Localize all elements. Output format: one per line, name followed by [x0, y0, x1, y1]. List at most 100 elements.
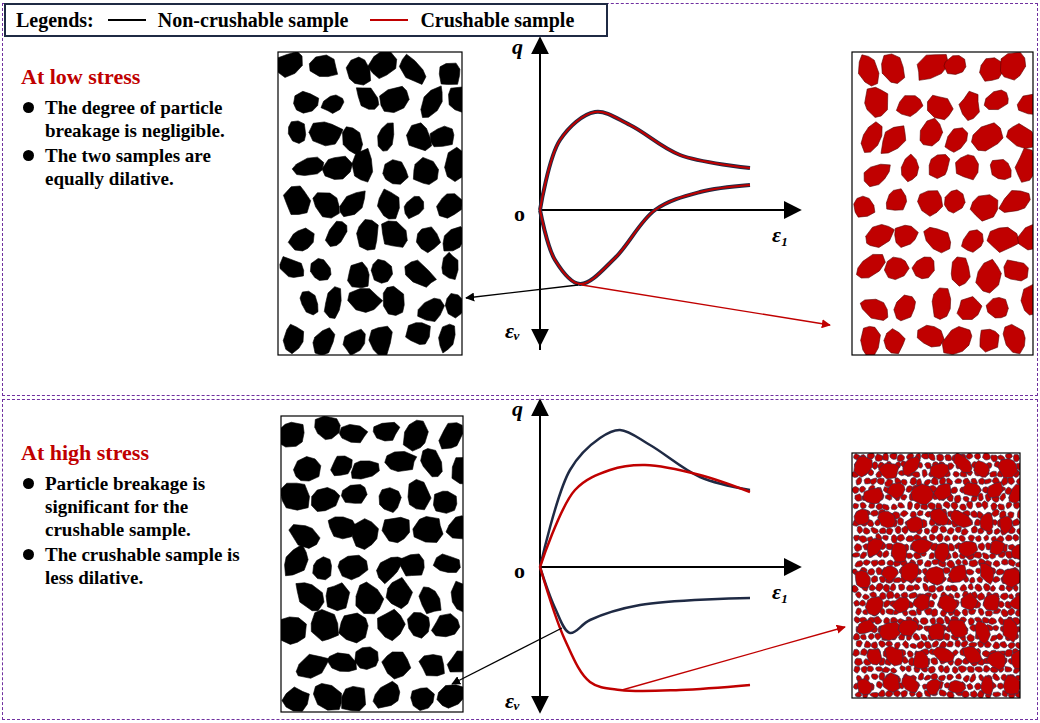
- particle: [315, 416, 340, 440]
- particle: [885, 645, 903, 666]
- particle: [978, 543, 985, 551]
- bullet-text: The two samples are equally dilative.: [21, 144, 250, 190]
- particle: [962, 483, 980, 497]
- particle: [906, 585, 914, 591]
- particle: [971, 526, 977, 533]
- particle: [859, 600, 866, 606]
- particle: [311, 487, 339, 511]
- particle: [882, 535, 888, 540]
- particle: [999, 585, 1005, 591]
- particle: [926, 679, 941, 695]
- particle: [932, 593, 937, 599]
- particle: [931, 609, 938, 617]
- particle: [1006, 124, 1033, 149]
- particle: [854, 658, 862, 666]
- particle: [1000, 52, 1025, 80]
- particle: [906, 516, 922, 532]
- particle: [929, 534, 935, 541]
- particle: [944, 535, 950, 541]
- particle: [982, 501, 988, 510]
- particle: [857, 526, 863, 534]
- particle: [981, 676, 994, 696]
- particle: [288, 228, 314, 251]
- particle: [901, 690, 908, 697]
- stress-strain-curve: [540, 430, 750, 567]
- particle: [947, 674, 954, 680]
- particle: [932, 647, 955, 662]
- particle: [993, 642, 1000, 649]
- particle: [1021, 284, 1033, 315]
- particle: [924, 227, 951, 252]
- particle: [356, 88, 378, 109]
- leader-arrow: [622, 627, 845, 690]
- particle: [380, 86, 410, 112]
- particle: [1002, 559, 1009, 565]
- particle: [931, 525, 939, 533]
- particle: [1017, 223, 1033, 250]
- particle: [932, 288, 951, 319]
- particle: [292, 157, 324, 175]
- particle: [900, 511, 908, 517]
- particle: [439, 324, 455, 353]
- particle: [864, 164, 890, 186]
- particle: [421, 449, 443, 477]
- particle: [928, 453, 935, 460]
- particle: [903, 457, 920, 476]
- particle: [867, 649, 882, 665]
- particle: [1011, 648, 1020, 669]
- particle: [999, 191, 1030, 213]
- particle: [882, 667, 890, 673]
- particle: [948, 565, 966, 583]
- particle: [1008, 608, 1015, 616]
- particle: [967, 666, 974, 672]
- particle: [975, 621, 991, 644]
- particle: [953, 552, 959, 559]
- particle: [976, 502, 983, 508]
- particle: [348, 262, 370, 288]
- particle: [993, 625, 999, 630]
- bullet-text: The crushable sample is less dilative.: [21, 543, 250, 589]
- legend-box: Legends:Non-crushable sampleCrushable sa…: [4, 3, 608, 37]
- particle: [379, 488, 401, 513]
- particle: [407, 612, 429, 638]
- particle: [961, 641, 968, 648]
- particle: [294, 91, 319, 113]
- particle: [980, 513, 993, 531]
- particle: [875, 583, 883, 591]
- particle: [891, 668, 898, 673]
- particle: [282, 687, 309, 711]
- particle: [886, 609, 894, 615]
- particle: [1000, 641, 1008, 647]
- particle: [1013, 534, 1019, 541]
- particle: [852, 553, 860, 558]
- particle: [913, 651, 928, 670]
- particle: [872, 462, 878, 470]
- particle: [966, 569, 975, 575]
- particle: [956, 155, 979, 180]
- particle: [947, 641, 953, 647]
- particle: [854, 544, 862, 552]
- particle: [911, 484, 934, 505]
- particle: [969, 560, 978, 567]
- particle: [979, 478, 985, 485]
- particle: [938, 665, 943, 672]
- particle: [452, 458, 463, 484]
- particle: [382, 517, 410, 542]
- axis: [540, 566, 800, 568]
- particle: [383, 286, 404, 315]
- sample-frame: [852, 453, 1020, 698]
- particle: [966, 501, 972, 509]
- particle: [976, 536, 982, 542]
- particle: [984, 90, 1008, 110]
- particle: [932, 641, 938, 647]
- particle: [338, 555, 368, 580]
- particle: [886, 189, 906, 210]
- particle: [382, 221, 408, 247]
- particle: [891, 597, 909, 613]
- particle: [886, 528, 893, 534]
- sample-frame: [281, 416, 463, 712]
- particle: [357, 220, 379, 251]
- particle: [870, 692, 879, 697]
- particle: [339, 613, 368, 643]
- particle: [377, 189, 399, 219]
